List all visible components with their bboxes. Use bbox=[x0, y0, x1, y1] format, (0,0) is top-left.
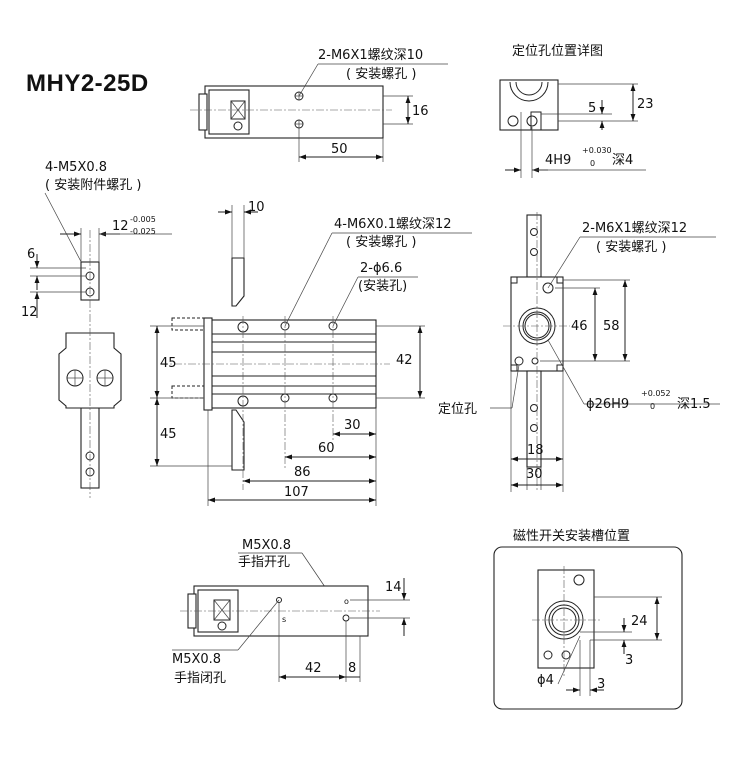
top-callout-sub: ( 安装螺孔 ) bbox=[346, 67, 416, 82]
end-dim-46: 46 bbox=[571, 319, 588, 334]
front-callout1: 4-M6X0.1螺纹深12 bbox=[334, 217, 452, 232]
front-dim-10: 10 bbox=[248, 200, 265, 215]
front-dim-45-top: 45 bbox=[160, 356, 177, 371]
end-callout: 2-M6X1螺纹深12 bbox=[582, 221, 687, 236]
front-callout2: 2-ϕ6.6 bbox=[360, 261, 402, 276]
front-view: 10 4-M6X0.1螺纹深12 ( 安装螺孔 ) 2-ϕ6.6 (安装孔) 4… bbox=[150, 200, 472, 506]
end-callout-sub: ( 安装螺孔 ) bbox=[596, 240, 666, 255]
top-dim-16: 16 bbox=[412, 104, 429, 119]
model-title: MHY2-25D bbox=[26, 70, 149, 97]
front-dim-86: 86 bbox=[294, 465, 311, 480]
front-dim-107: 107 bbox=[284, 485, 309, 500]
end-dim-18: 18 bbox=[527, 443, 544, 458]
side-dim-12: 12 bbox=[21, 305, 38, 320]
top-dim-50: 50 bbox=[331, 142, 348, 157]
end-dim-58: 58 bbox=[603, 319, 620, 334]
end-bore-depth: 深1.5 bbox=[677, 397, 711, 412]
top-view: 2-M6X1螺纹深10 ( 安装螺孔 ) 16 50 bbox=[190, 48, 448, 162]
switch-dim-3a: 3 bbox=[625, 653, 633, 668]
bottom-dim-8: 8 bbox=[348, 661, 356, 676]
end-bore-base: ϕ26H9 bbox=[586, 397, 629, 412]
front-dim-30: 30 bbox=[344, 418, 361, 433]
switch-detail-frame bbox=[493, 546, 683, 710]
side-view: 4-M5X0.8 ( 安装附件螺孔 ) 12 -0.00 bbox=[21, 160, 172, 498]
side-dim-12-lower: -0.025 bbox=[130, 227, 156, 236]
locating-detail: 定位孔位置详图 23 5 4H9 +0.030 0 bbox=[499, 44, 654, 178]
bottom-label-close2: 手指闭孔 bbox=[174, 671, 226, 686]
bottom-label-open1: M5X0.8 bbox=[242, 538, 291, 553]
detail-tol-depth: 深4 bbox=[612, 153, 633, 168]
bottom-label-close1: M5X0.8 bbox=[172, 652, 221, 667]
end-bore-lower: 0 bbox=[650, 402, 655, 411]
detail-dim-23: 23 bbox=[637, 97, 654, 112]
side-callout: 4-M5X0.8 bbox=[45, 160, 107, 175]
front-dim-60: 60 bbox=[318, 441, 335, 456]
bottom-label-open2: 手指开孔 bbox=[238, 555, 290, 570]
detail-tol-base: 4H9 bbox=[545, 153, 571, 168]
bottom-view: M5X0.8 手指开孔 s o M5X0.8 手指闭孔 bbox=[172, 538, 410, 686]
switch-detail: 磁性开关安装槽位置 24 3 ϕ4 bbox=[493, 529, 683, 710]
end-bore-upper: +0.052 bbox=[641, 389, 671, 398]
detail-tol-lower: 0 bbox=[590, 159, 595, 168]
front-dim-45-bottom: 45 bbox=[160, 427, 177, 442]
end-dim-30: 30 bbox=[526, 467, 543, 482]
front-dim-42: 42 bbox=[396, 353, 413, 368]
detail-title: 定位孔位置详图 bbox=[512, 44, 603, 59]
detail-dim-5: 5 bbox=[588, 101, 596, 116]
side-dim-12tol: 12 bbox=[112, 219, 129, 234]
detail-tol-upper: +0.030 bbox=[582, 146, 612, 155]
front-callout1-sub: ( 安装螺孔 ) bbox=[346, 235, 416, 250]
front-callout2-sub: (安装孔) bbox=[358, 279, 407, 294]
switch-dim-phi4: ϕ4 bbox=[537, 673, 554, 688]
end-locating-label: 定位孔 bbox=[438, 402, 477, 417]
side-dim-12-upper: -0.005 bbox=[130, 215, 156, 224]
bottom-mark-s: s bbox=[282, 615, 286, 624]
end-view: 2-M6X1螺纹深12 ( 安装螺孔 ) 46 58 定位孔 ϕ26H9 +0.… bbox=[438, 212, 720, 492]
switch-dim-3b: 3 bbox=[597, 677, 605, 692]
switch-title: 磁性开关安装槽位置 bbox=[513, 529, 630, 544]
side-dim-6: 6 bbox=[27, 247, 35, 262]
bottom-dim-14: 14 bbox=[385, 580, 402, 595]
bottom-dim-42: 42 bbox=[305, 661, 322, 676]
switch-dim-24: 24 bbox=[631, 614, 648, 629]
side-callout-sub: ( 安装附件螺孔 ) bbox=[45, 178, 141, 193]
bottom-mark-o: o bbox=[344, 597, 349, 606]
top-callout: 2-M6X1螺纹深10 bbox=[318, 48, 423, 63]
